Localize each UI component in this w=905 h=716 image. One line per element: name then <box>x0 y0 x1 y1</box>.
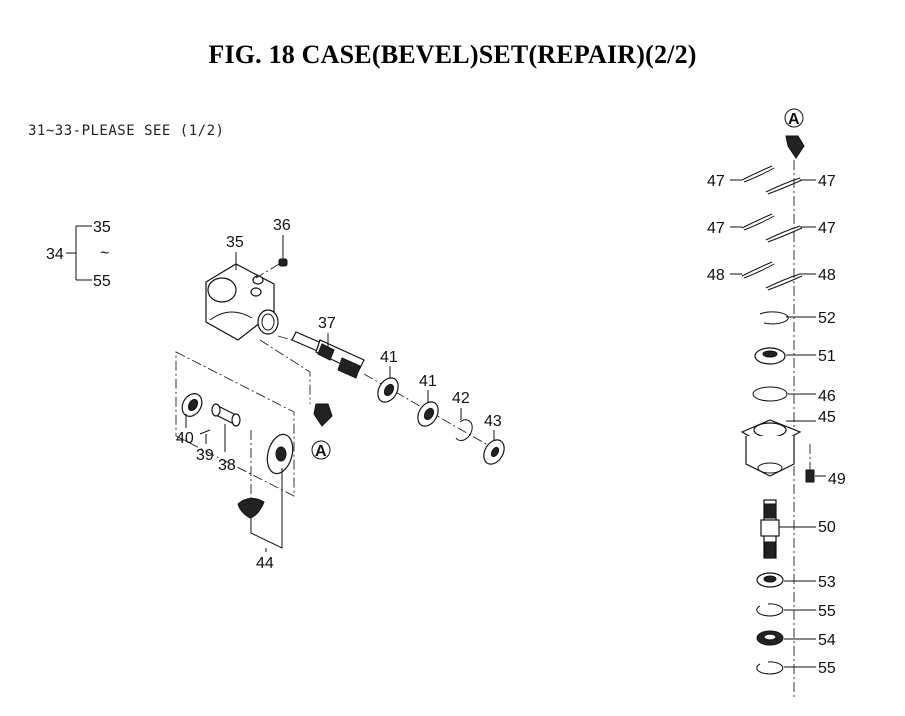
part-44-bevel-gear-set: 44 <box>237 430 294 572</box>
part-47-48-springs: 47 47 47 47 48 48 <box>707 165 836 291</box>
part-41-bearing-b: 41 <box>417 373 439 427</box>
part-40-bearing: 40 <box>176 393 203 447</box>
callout-44: 44 <box>256 555 274 572</box>
callout-48-a: 48 <box>707 267 725 284</box>
reference-arrow-left: A <box>311 403 333 460</box>
callout-42: 42 <box>452 390 470 407</box>
part-35-gear-case: 35 <box>205 234 279 341</box>
callout-38: 38 <box>218 457 236 474</box>
part-45-housing: 45 <box>740 409 836 477</box>
callout-49: 49 <box>828 471 846 488</box>
bracket-from-label: 35 <box>93 219 111 236</box>
part-38-collar: 38 <box>211 403 241 474</box>
assembly-bracket: 34 35 ~ 55 <box>46 219 111 290</box>
reference-note: 31~33-PLEASE SEE (1/2) <box>28 123 225 139</box>
part-55-snap-ring-a: 55 <box>756 603 836 620</box>
part-54-oil-seal: 54 <box>756 630 836 649</box>
part-50-shaft: 50 <box>760 499 836 559</box>
part-43-oil-seal: 43 <box>483 413 505 465</box>
reference-arrow-right: A <box>784 108 805 159</box>
callout-43: 43 <box>484 413 502 430</box>
callout-36: 36 <box>273 217 291 234</box>
part-41-bearing-a: 41 <box>377 349 399 403</box>
part-46-o-ring: 46 <box>752 386 836 405</box>
part-51-bearing: 51 <box>754 347 836 365</box>
callout-48-b: 48 <box>818 267 836 284</box>
part-55-snap-ring-b: 55 <box>756 660 836 677</box>
part-36-plug: 36 <box>255 217 291 279</box>
part-42-snap-ring: 42 <box>452 390 473 441</box>
callout-55-b: 55 <box>818 660 836 677</box>
callout-47-b: 47 <box>818 173 836 190</box>
part-52-snap-ring: 52 <box>759 310 836 327</box>
callout-46: 46 <box>818 388 836 405</box>
part-39-pin: 39 <box>196 429 214 464</box>
marker-a-right: A <box>788 111 800 128</box>
marker-a-left: A <box>315 443 327 460</box>
callout-47-a: 47 <box>707 173 725 190</box>
callout-53: 53 <box>818 574 836 591</box>
callout-45: 45 <box>818 409 836 426</box>
callout-52: 52 <box>818 310 836 327</box>
callout-54: 54 <box>818 632 836 649</box>
part-49-bolt: 49 <box>805 444 846 488</box>
figure-title: FIG. 18 CASE(BEVEL)SET(REPAIR)(2/2) <box>208 40 697 69</box>
callout-41-a: 41 <box>380 349 398 366</box>
callout-50: 50 <box>818 519 836 536</box>
callout-47-d: 47 <box>818 220 836 237</box>
callout-35: 35 <box>226 234 244 251</box>
bracket-range-symbol: ~ <box>100 245 109 262</box>
callout-39: 39 <box>196 447 214 464</box>
callout-41-b: 41 <box>419 373 437 390</box>
callout-55-a: 55 <box>818 603 836 620</box>
bracket-to-label: 55 <box>93 273 111 290</box>
bracket-parent-label: 34 <box>46 246 64 263</box>
part-37-shaft: 37 <box>291 315 365 379</box>
part-53-bearing: 53 <box>756 572 836 591</box>
callout-40: 40 <box>176 430 194 447</box>
spring-left-1 <box>741 165 775 183</box>
callout-37: 37 <box>318 315 336 332</box>
callout-51: 51 <box>818 348 836 365</box>
callout-47-c: 47 <box>707 220 725 237</box>
